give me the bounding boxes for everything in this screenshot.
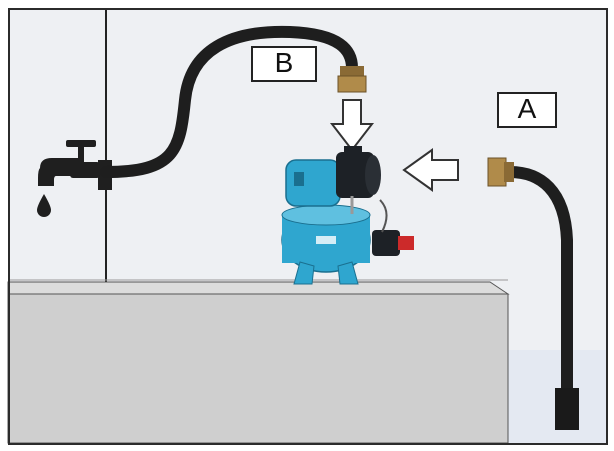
label-b: B [251,46,317,82]
hose-b [100,25,358,178]
label-a: A [497,92,557,128]
hose-a-fitting [487,157,514,187]
hose-b-fitting [337,66,367,93]
platform [7,281,510,444]
booster-pump-icon [281,146,414,285]
hose-a [504,166,573,398]
foot-valve [555,388,579,430]
arrow-down-icon [329,99,375,152]
arrow-left-icon [402,148,459,192]
diagram-frame [8,8,608,445]
water-drop-icon [37,194,51,217]
water-tap-icon [38,140,112,190]
